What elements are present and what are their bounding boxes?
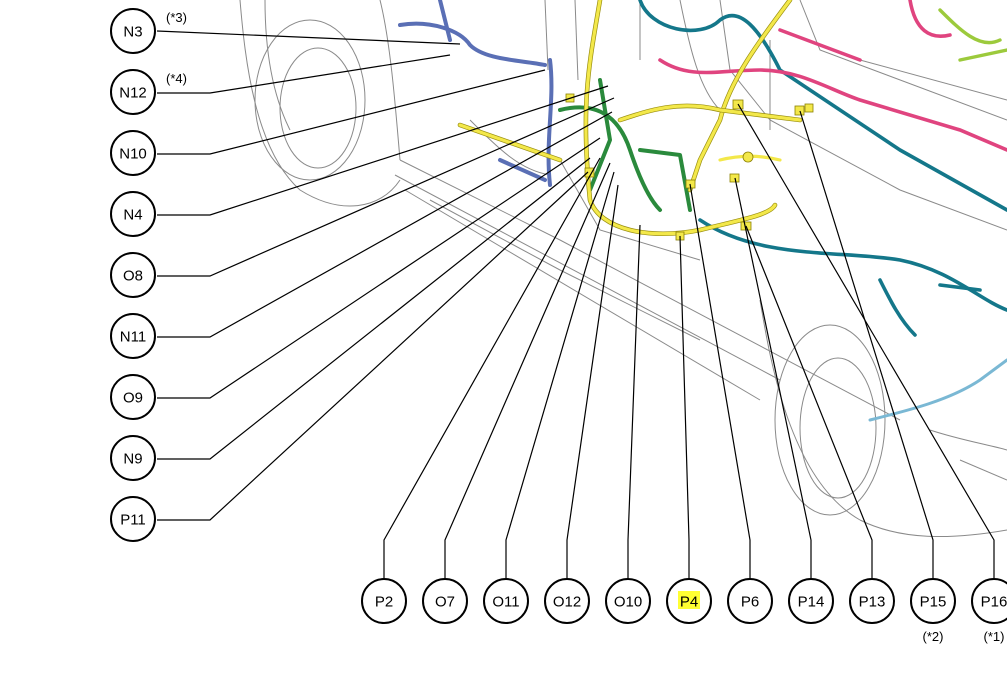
callout-label: P15 <box>920 594 947 611</box>
callout-p14[interactable]: P14 <box>788 578 834 624</box>
callout-o10[interactable]: O10 <box>605 578 651 624</box>
callout-label: O7 <box>435 594 455 611</box>
highlight-marker <box>678 591 700 609</box>
callout-label: P13 <box>859 594 886 611</box>
callout-ring <box>110 313 156 359</box>
callout-note: (*2) <box>923 629 944 644</box>
callout-label: P14 <box>798 594 825 611</box>
callout-ring <box>110 252 156 298</box>
callout-ring <box>361 578 407 624</box>
callout-ring <box>110 191 156 237</box>
callout-ring <box>483 578 529 624</box>
callout-ring <box>110 130 156 176</box>
callout-label: N11 <box>120 329 146 346</box>
callout-label: O12 <box>553 594 581 611</box>
callout-o12[interactable]: O12 <box>544 578 590 624</box>
callout-p16[interactable]: P16 (*1) <box>971 578 1007 644</box>
callout-ring <box>422 578 468 624</box>
callout-ring <box>849 578 895 624</box>
callout-ring <box>788 578 834 624</box>
callout-ring <box>544 578 590 624</box>
callout-p4[interactable]: P4 <box>666 578 712 624</box>
callout-o8[interactable]: O8 <box>110 252 156 298</box>
callout-n12[interactable]: N12 (*4) <box>110 69 187 115</box>
callout-ring <box>110 69 156 115</box>
callout-label: O11 <box>492 594 519 611</box>
callout-n9[interactable]: N9 <box>110 435 156 481</box>
callout-note: (*1) <box>984 629 1005 644</box>
leader-lines <box>156 30 995 578</box>
callout-n4[interactable]: N4 <box>110 191 156 237</box>
callout-ring <box>971 578 1007 624</box>
callout-label: N3 <box>123 24 142 41</box>
callout-label: P11 <box>120 512 146 529</box>
callout-label: N12 <box>119 85 147 102</box>
callout-ring <box>110 496 156 542</box>
callout-ring <box>727 578 773 624</box>
callout-o9[interactable]: O9 <box>110 374 156 420</box>
callout-n11[interactable]: N11 <box>110 313 156 359</box>
callout-ring <box>110 8 156 54</box>
callout-label: N10 <box>119 146 147 163</box>
callout-ring <box>605 578 651 624</box>
callout-n10[interactable]: N10 <box>110 130 156 176</box>
callout-o7[interactable]: O7 <box>422 578 468 624</box>
callout-ring <box>110 374 156 420</box>
callout-p13[interactable]: P13 <box>849 578 895 624</box>
callout-p2[interactable]: P2 <box>361 578 407 624</box>
callout-ring <box>910 578 956 624</box>
callout-o11[interactable]: O11 <box>483 578 529 624</box>
callout-note: (*3) <box>166 10 187 25</box>
callout-label: P2 <box>375 594 393 611</box>
callout-label: N4 <box>123 207 142 224</box>
callout-p6[interactable]: P6 <box>727 578 773 624</box>
callout-ring <box>110 435 156 481</box>
callout-label: P4 <box>680 594 698 611</box>
vehicle-body-outline <box>239 0 1007 538</box>
callout-n3[interactable]: N3 (*3) <box>110 8 187 54</box>
callout-label: O8 <box>123 268 143 285</box>
callout-p15[interactable]: P15 (*2) <box>910 578 956 644</box>
callout-label: N9 <box>123 451 142 468</box>
callout-label: O10 <box>614 594 642 611</box>
callout-p11[interactable]: P11 <box>110 496 156 542</box>
wire-harnesses <box>398 0 1007 422</box>
callout-note: (*4) <box>166 71 187 86</box>
callout-label: P16 <box>981 594 1007 611</box>
callout-label: O9 <box>123 390 143 407</box>
callout-label: P6 <box>741 594 759 611</box>
